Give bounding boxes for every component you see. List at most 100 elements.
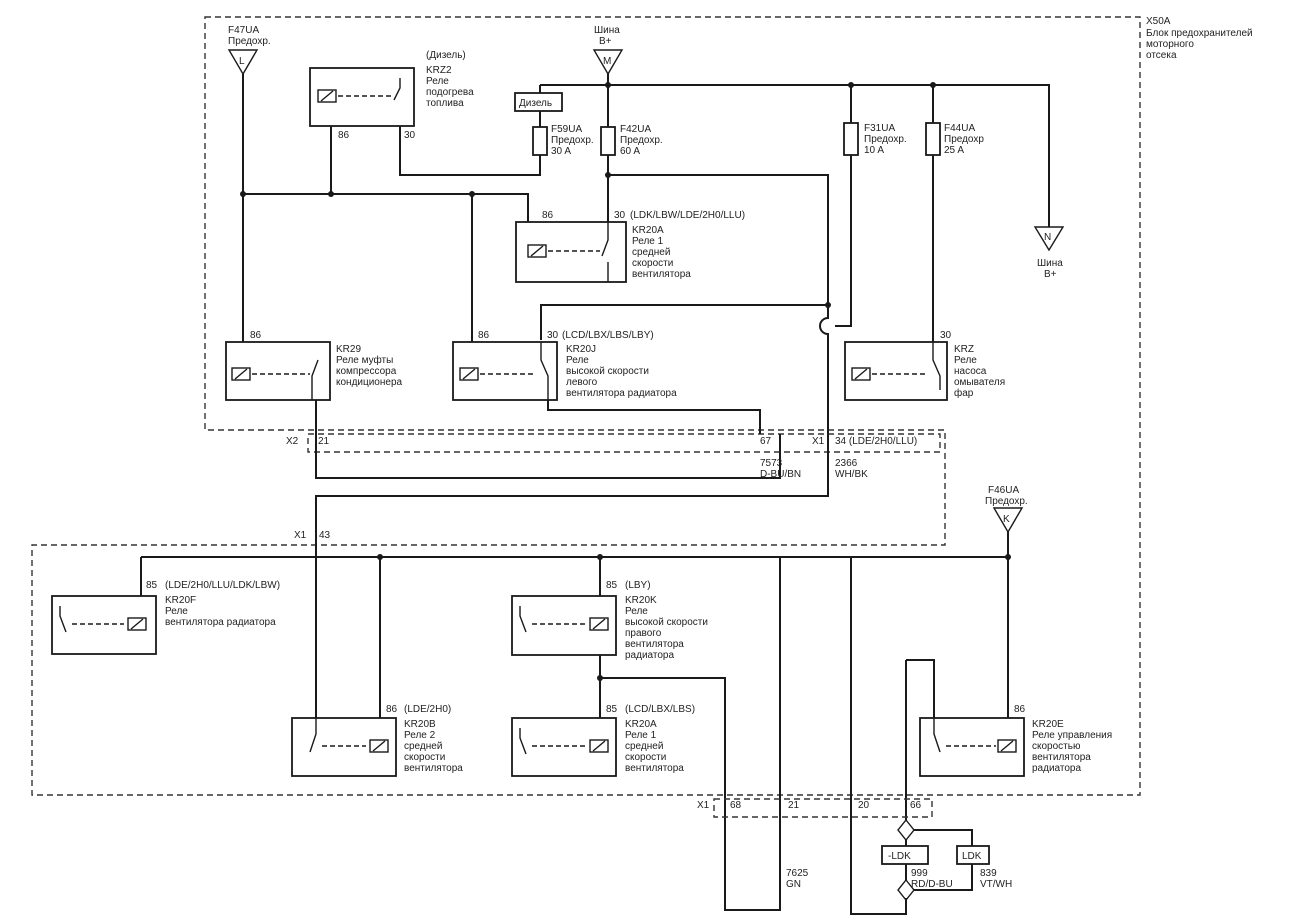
wire-839-color: VT/WH xyxy=(980,879,1012,890)
fuse-f59ua-rating: 30 A xyxy=(551,146,571,157)
relay-krz2-desc-1: Реле xyxy=(426,76,449,87)
supply-f46ua: F46UA Предохр. K xyxy=(985,485,1028,534)
relay-kr20b: 86 (LDE/2H0) KR20B Реле 2 средней скорос… xyxy=(291,704,463,777)
relay-krz2-pin-30: 30 xyxy=(404,130,416,141)
relay-kr20a-top-pin-86: 86 xyxy=(542,210,554,221)
relay-kr20k-desc-4: вентилятора xyxy=(625,639,684,650)
relay-kr20j-desc-4: вентилятора радиатора xyxy=(566,388,677,399)
relay-kr20j-desc-2: высокой скорости xyxy=(566,366,649,377)
fuse-f31ua-label: Предохр. xyxy=(864,134,907,145)
fuse-f42ua-id: F42UA xyxy=(620,124,651,135)
relay-kr20a-low: 85 (LCD/LBX/LBS) KR20A Реле 1 средней ск… xyxy=(511,704,695,777)
relay-kr20j-desc-1: Реле xyxy=(566,355,589,366)
connector-x1-bottom-pin-21: 21 xyxy=(788,800,800,811)
diesel-tag-label: Дизель xyxy=(519,98,552,109)
wire-main-bus xyxy=(539,74,1050,227)
relay-kr20f-desc-2: вентилятора радиатора xyxy=(165,617,276,628)
relay-kr20b-variant: (LDE/2H0) xyxy=(404,704,451,715)
wire-2366-color: WH/BK xyxy=(835,469,868,480)
relay-kr20f-variant: (LDE/2H0/LLU/LDK/LBW) xyxy=(165,580,280,591)
relay-kr20a-low-pin-85: 85 xyxy=(606,704,618,715)
relay-kr20a-top-desc-1: Реле 1 xyxy=(632,236,664,247)
relay-kr20a-low-id: KR20A xyxy=(625,719,657,730)
supply-bus-m-id: Шина xyxy=(594,25,620,36)
relay-kr20a-top-desc-3: скорости xyxy=(632,258,673,269)
fuse-f42ua xyxy=(600,126,616,156)
wire-2366 xyxy=(315,305,829,528)
supply-f47ua-triangle xyxy=(227,49,259,76)
relay-krz2: (Дизель) KRZ2 Реле подогрева топлива 86 … xyxy=(309,50,474,141)
relay-krz-desc-3: омывателя xyxy=(954,377,1005,388)
wire-7573-color: D-BU/BN xyxy=(760,469,801,480)
connector-x2-outline xyxy=(307,433,941,453)
relay-kr20b-pin-86: 86 xyxy=(386,704,398,715)
relay-kr20f-pin-85: 85 xyxy=(146,580,158,591)
connector-x1-bottom-outline xyxy=(713,798,933,818)
connector-x2-pin-21: 21 xyxy=(318,436,330,447)
relay-krz2-variant: (Дизель) xyxy=(426,50,466,61)
option-ldk-label: LDK xyxy=(962,851,982,862)
fuse-f59ua-label: Предохр. xyxy=(551,135,594,146)
relay-kr20k-desc-5: радиатора xyxy=(625,650,674,661)
fuse-f31ua-rating: 10 A xyxy=(864,145,884,156)
relay-kr20a-low-variant: (LCD/LBX/LBS) xyxy=(625,704,695,715)
relay-krz2-id: KRZ2 xyxy=(426,65,452,76)
fuse-f44ua xyxy=(925,122,941,156)
supply-bus-n-letter: N xyxy=(1044,232,1051,243)
supply-f46ua-id: F46UA xyxy=(988,485,1019,496)
relay-kr20e-desc-1: Реле управления xyxy=(1032,730,1112,741)
option-neg-ldk-label: -LDK xyxy=(888,851,911,862)
supply-f46ua-triangle xyxy=(992,507,1024,534)
relay-kr20f: 85 (LDE/2H0/LLU/LDK/LBW) KR20F Реле вент… xyxy=(51,580,280,655)
relay-krz2-desc-2: подогрева xyxy=(426,87,474,98)
wire-7625-num: 7625 xyxy=(786,868,809,879)
relay-kr20a-low-desc-1: Реле 1 xyxy=(625,730,657,741)
diesel-tag-box xyxy=(514,92,563,112)
supply-f46ua-letter: K xyxy=(1003,514,1010,525)
supply-bus-m-triangle xyxy=(592,49,624,76)
supply-bus-n-label: B+ xyxy=(1044,269,1057,280)
relay-kr20e-desc-2: скоростью xyxy=(1032,741,1081,752)
option-splice-top-diamond xyxy=(897,818,915,842)
supply-f47ua-id: F47UA xyxy=(228,25,259,36)
relay-kr29-desc-1: Реле муфты xyxy=(336,354,393,366)
wire-7625-color: GN xyxy=(786,879,801,890)
relay-kr20e-desc-4: радиатора xyxy=(1032,763,1081,774)
fuse-f59ua-id: F59UA xyxy=(551,124,582,135)
connector-x1-mid-id: X1 xyxy=(294,530,307,541)
fuse-f42ua-label: Предохр. xyxy=(620,135,663,146)
fuse-f59ua xyxy=(532,126,548,156)
relay-kr20e-pin-86: 86 xyxy=(1014,704,1026,715)
fuse-f31ua xyxy=(843,122,859,156)
relay-kr20a-low-desc-4: вентилятора xyxy=(625,763,684,774)
supply-bus-n: N Шина B+ xyxy=(1033,226,1065,280)
fuse-f42ua-rating: 60 A xyxy=(620,146,640,157)
relay-kr20b-desc-2: средней xyxy=(404,741,442,752)
fuse-f44ua-rating: 25 A xyxy=(944,145,964,156)
relay-krz-desc-4: фар xyxy=(954,387,974,399)
relay-kr20k-pin-85: 85 xyxy=(606,580,618,591)
supply-bus-m-label: B+ xyxy=(599,36,612,47)
connector-x1-mid-pin-43: 43 xyxy=(319,530,331,541)
relay-kr29-desc-2: компрессора xyxy=(336,366,397,377)
relay-krz: 30 KRZ Реле насоса омывателя фар xyxy=(844,330,1005,401)
relay-kr20a-top: 86 30 (LDK/LBW/LDE/2H0/LLU) KR20A Реле 1… xyxy=(515,210,745,283)
relay-kr29-id: KR29 xyxy=(336,344,361,355)
relay-kr20j-id: KR20J xyxy=(566,344,596,355)
relay-kr20j-pin-86: 86 xyxy=(478,330,490,341)
supply-f47ua: F47UA Предохр. L xyxy=(227,25,271,76)
relay-kr20j-variant: (LCD/LBX/LBS/LBY) xyxy=(562,330,654,341)
relay-kr20b-desc-4: вентилятора xyxy=(404,763,463,774)
relay-krz2-desc-3: топлива xyxy=(426,98,464,109)
fuse-block-id: X50A xyxy=(1146,16,1171,27)
relay-kr20a-top-id: KR20A xyxy=(632,225,664,236)
relay-kr20b-id: KR20B xyxy=(404,719,436,730)
relay-kr20e: 86 KR20E Реле управления скоростью венти… xyxy=(919,704,1112,777)
wire-7573-num: 7573 xyxy=(760,458,783,469)
relay-krz-desc-1: Реле xyxy=(954,355,977,366)
relay-kr20b-desc-3: скорости xyxy=(404,752,445,763)
relay-kr20a-low-desc-2: средней xyxy=(625,741,663,752)
relay-kr20j-desc-3: левого xyxy=(566,377,598,388)
wire-f59-to-krz2 xyxy=(399,125,541,176)
